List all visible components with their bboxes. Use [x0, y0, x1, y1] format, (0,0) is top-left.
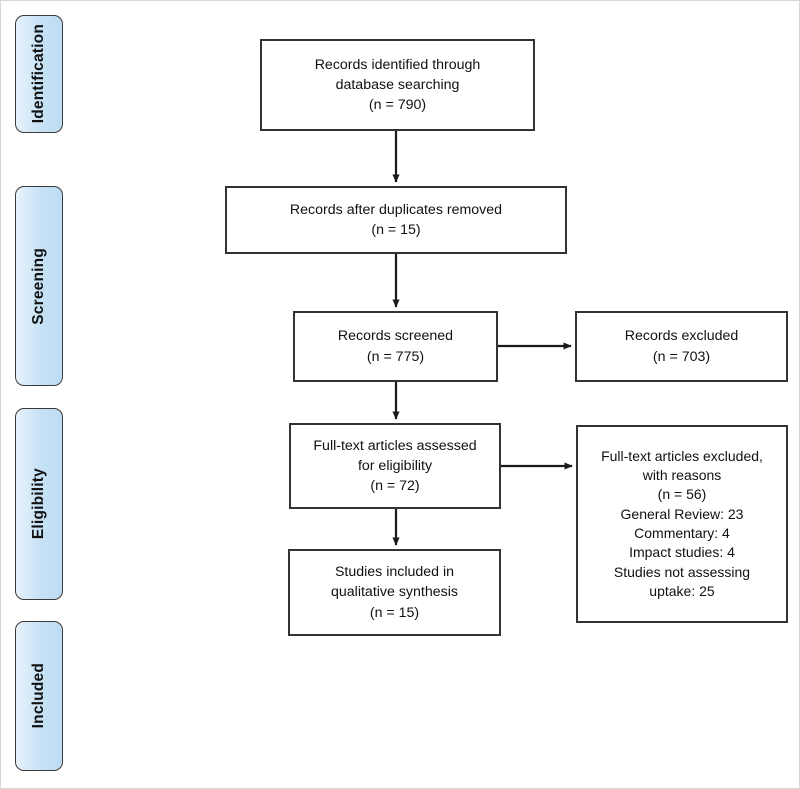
- box-records-after-duplicates-removed-text: Records after duplicates removed (n = 15…: [289, 201, 503, 238]
- stage-label-eligibility: Eligibility: [30, 468, 47, 540]
- box-records-identified-text: Records identified through database sear…: [314, 56, 481, 114]
- box-studies-included: Studies included in qualitative synthesi…: [288, 549, 501, 636]
- box-full-text-articles-excluded: Full-text articles excluded, with reason…: [576, 425, 788, 623]
- stage-label-included: Included: [30, 663, 47, 729]
- box-records-identified: Records identified through database sear…: [260, 39, 535, 131]
- box-full-text-articles-assessed: Full-text articles assessed for eligibil…: [289, 423, 501, 509]
- stage-identification: Identification: [15, 15, 63, 133]
- box-records-screened: Records screened (n = 775): [293, 311, 498, 382]
- stage-included: Included: [15, 621, 63, 771]
- box-records-after-duplicates-removed: Records after duplicates removed (n = 15…: [225, 186, 567, 254]
- box-full-text-articles-assessed-text: Full-text articles assessed for eligibil…: [313, 437, 477, 495]
- stage-label-identification: Identification: [30, 24, 47, 124]
- stage-eligibility: Eligibility: [15, 408, 63, 600]
- box-records-excluded: Records excluded (n = 703): [575, 311, 788, 382]
- box-records-screened-text: Records screened (n = 775): [337, 328, 454, 365]
- box-studies-included-text: Studies included in qualitative synthesi…: [331, 564, 458, 621]
- box-records-excluded-text: Records excluded (n = 703): [624, 328, 739, 365]
- stage-screening: Screening: [15, 186, 63, 386]
- box-full-text-articles-excluded-text: Full-text articles excluded, with reason…: [601, 447, 763, 599]
- stage-label-screening: Screening: [30, 247, 47, 325]
